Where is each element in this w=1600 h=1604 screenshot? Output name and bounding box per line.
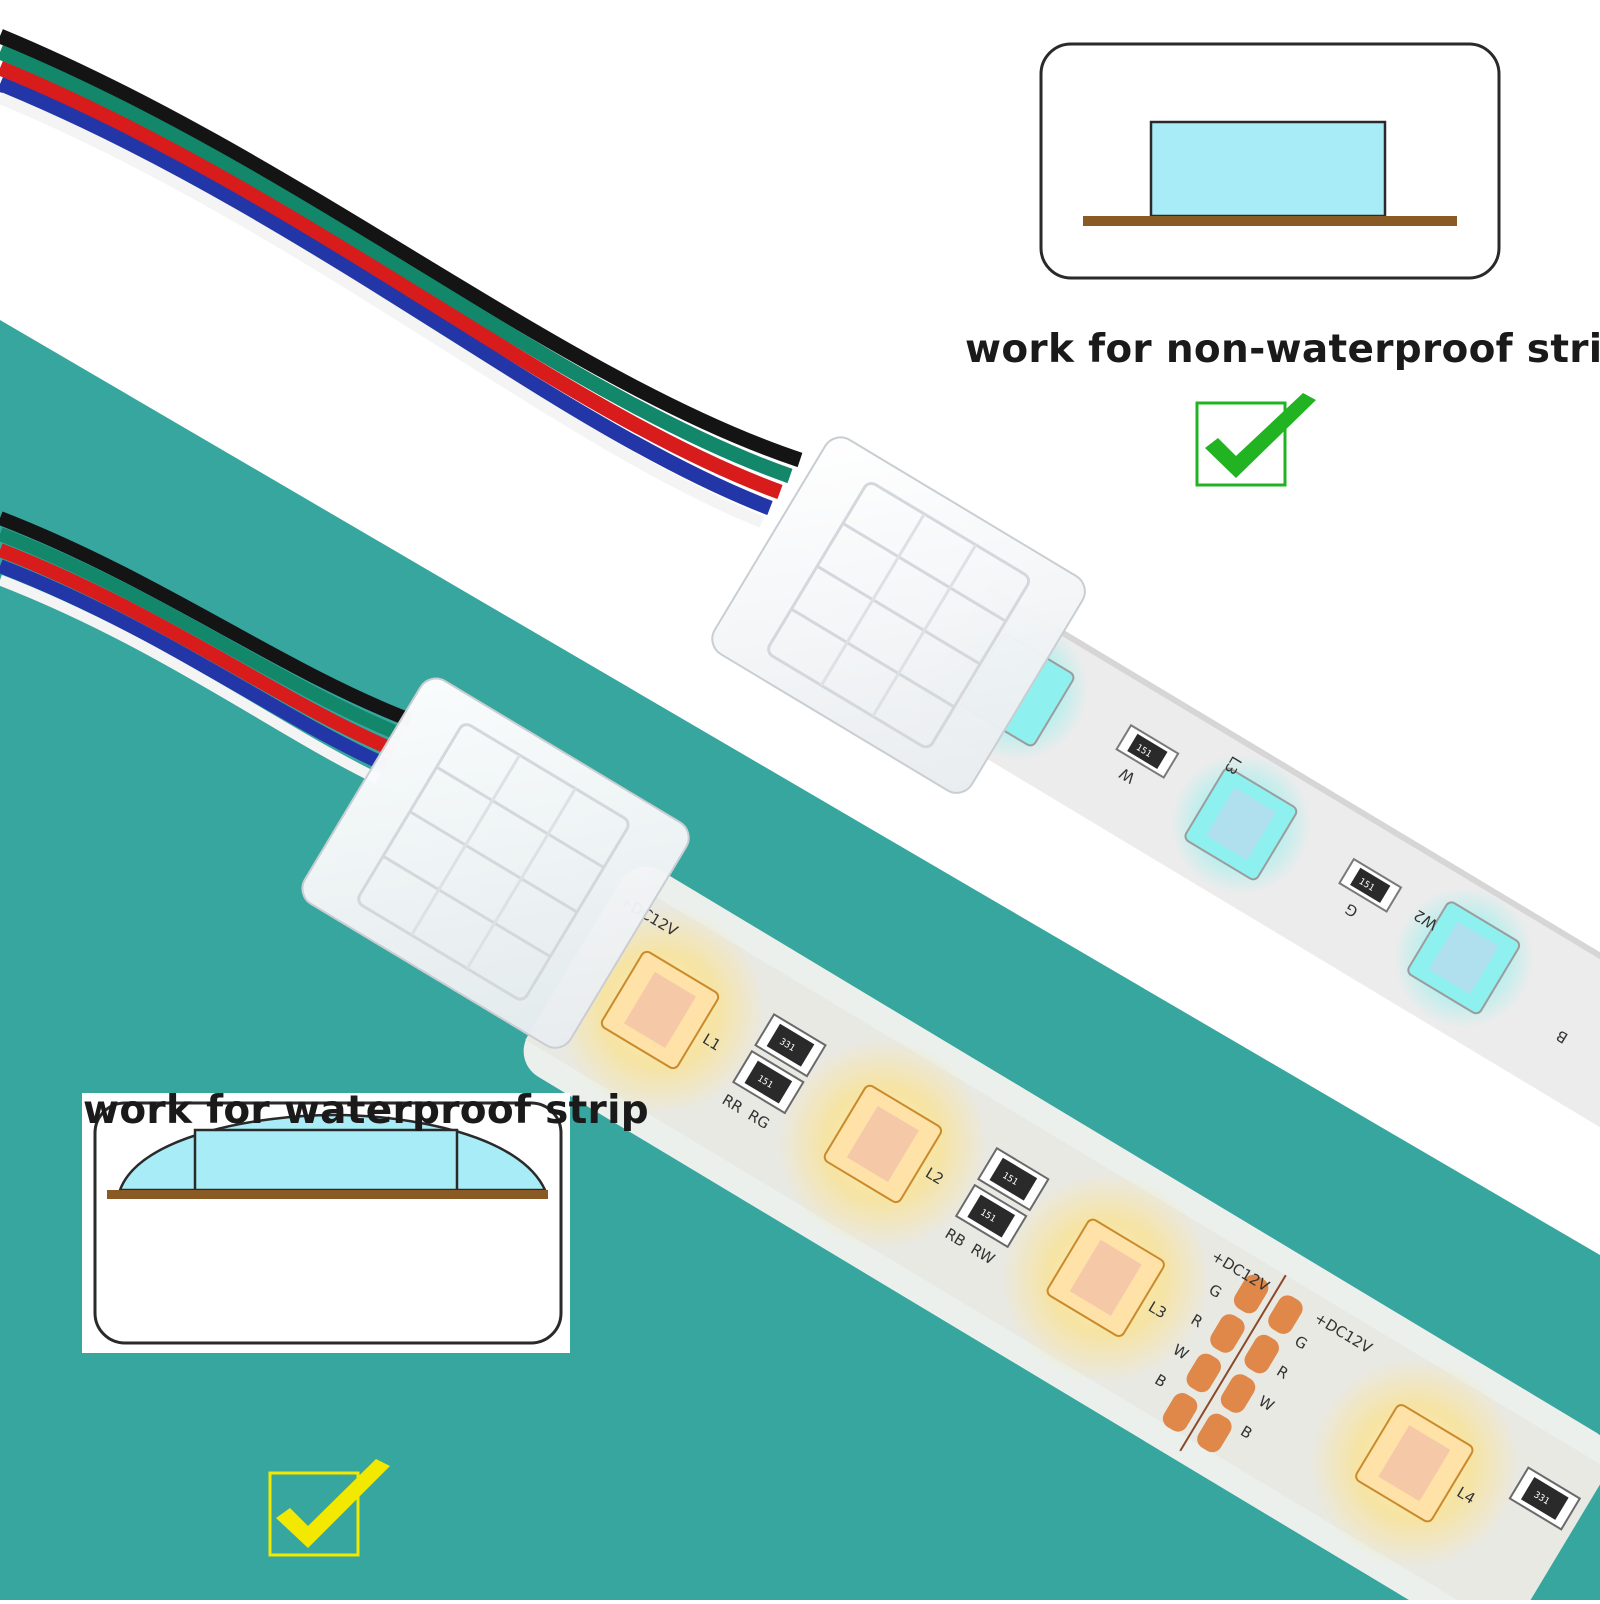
upper-led-2 — [1170, 753, 1311, 894]
caption-non-waterproof: work for non-waterproof strip — [965, 327, 1600, 372]
lower-resistor-pair-2: 151 151 — [954, 1146, 1050, 1249]
lower-led-2 — [777, 1038, 988, 1249]
lower-wire-bundle — [0, 511, 413, 784]
top-connector — [711, 436, 1086, 794]
lower-connector — [301, 677, 690, 1049]
top-wire-bundle — [0, 29, 803, 528]
lower-resistor-pair-1: 331 151 — [731, 1012, 827, 1115]
upper-resistor-2: 151 — [1338, 857, 1403, 913]
lower-cut-pads — [1162, 1274, 1303, 1453]
lower-led-3 — [1000, 1172, 1211, 1383]
caption-waterproof: work for waterproof strip — [83, 1088, 649, 1133]
upper-resistor-1: 151 — [1115, 723, 1180, 779]
checkmark-yellow-icon — [268, 1459, 390, 1557]
lower-led-4 — [1309, 1358, 1520, 1569]
waterproof-diagram — [82, 1093, 570, 1353]
non-waterproof-diagram — [1039, 42, 1501, 280]
checkmark-green-icon — [1195, 393, 1316, 487]
lower-led-strip: 331 151 151 151 331 — [523, 866, 1600, 1604]
lower-resistor-pair-3: 331 — [1508, 1466, 1582, 1531]
upper-led-3 — [1393, 887, 1534, 1028]
